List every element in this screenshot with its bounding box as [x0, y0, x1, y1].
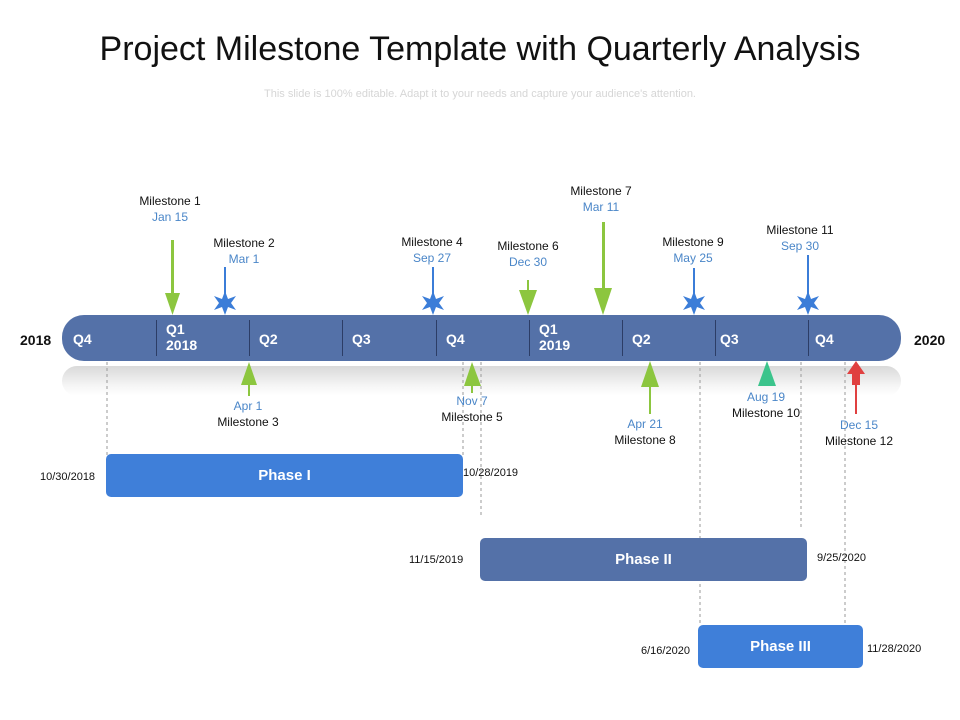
blue-star-icon: [683, 291, 705, 315]
milestone-12-label: Dec 15 Milestone 12: [804, 417, 914, 449]
milestone-name: Milestone 9: [662, 235, 724, 249]
page-subtitle: This slide is 100% editable. Adapt it to…: [264, 88, 696, 100]
segment-label: Q2: [632, 331, 651, 347]
milestone-date: Apr 1: [233, 399, 263, 413]
quarter-divider: [436, 320, 437, 356]
milestone-name: Milestone 8: [614, 433, 676, 447]
green-arrow-down-icon: [165, 240, 180, 315]
segment-label: Q2: [259, 331, 278, 347]
milestone-name: Milestone 6: [497, 239, 559, 253]
milestone-date: Aug 19: [746, 390, 786, 404]
milestone-name: Milestone 1: [139, 194, 201, 208]
phase-1-start-date: 10/30/2018: [40, 471, 96, 483]
quarter-divider: [342, 320, 343, 356]
milestone-date: Dec 15: [839, 418, 879, 432]
red-arrow-up-icon: [847, 361, 865, 414]
phase-3-bar: Phase III: [698, 625, 863, 668]
segment-label: Q4: [73, 331, 92, 347]
milestone-name: Milestone 11: [766, 223, 834, 237]
quarter-divider: [529, 320, 530, 356]
milestone-date: Apr 21: [627, 417, 663, 431]
phase-2-bar: Phase II: [480, 538, 807, 581]
milestone-date: Nov 7: [456, 394, 488, 408]
green-arrow-down-icon: [519, 280, 537, 315]
quarter-divider: [156, 320, 157, 356]
milestone-name: Milestone 7: [570, 184, 632, 198]
milestone-11-label: Milestone 11 Sep 30: [745, 222, 855, 254]
milestone-date: Dec 30: [508, 255, 548, 269]
milestone-date: Sep 30: [780, 239, 820, 253]
blue-star-icon: [214, 291, 236, 315]
milestone-date: Mar 1: [228, 252, 260, 266]
milestone-date: May 25: [673, 251, 713, 265]
milestone-name: Milestone 5: [441, 410, 503, 424]
milestone-name: Milestone 4: [401, 235, 463, 249]
segment-label: Q1 2019: [539, 321, 571, 353]
milestone-9-label: Milestone 9 May 25: [638, 234, 748, 266]
segment-label: Q4: [446, 331, 465, 347]
start-year: 2018: [20, 332, 52, 348]
phase-3-end-date: 11/28/2020: [867, 643, 922, 655]
milestone-7-label: Milestone 7 Mar 11: [546, 183, 656, 215]
phase-2-end-date: 9/25/2020: [817, 552, 866, 564]
green-arrow-down-icon: [594, 222, 612, 315]
milestone-2-label: Milestone 2 Mar 1: [189, 235, 299, 267]
milestone-8-label: Apr 21 Milestone 8: [590, 416, 700, 448]
segment-label: Q4: [815, 331, 834, 347]
green-arrow-up-icon: [641, 361, 659, 414]
milestone-name: Milestone 3: [217, 415, 279, 429]
phase-3-start-date: 6/16/2020: [641, 645, 690, 657]
blue-star-icon: [422, 291, 444, 315]
phase-1-bar: Phase I: [106, 454, 463, 497]
milestone-name: Milestone 10: [731, 406, 801, 420]
milestone-10-label: Aug 19 Milestone 10: [711, 389, 821, 421]
quarter-divider: [622, 320, 623, 356]
page-title: Project Milestone Template with Quarterl…: [99, 30, 861, 68]
end-year: 2020: [914, 332, 946, 348]
segment-label: Q3: [720, 331, 739, 347]
milestone-date: Mar 11: [582, 200, 620, 214]
green-arrow-up-icon: [464, 362, 481, 393]
milestone-5-label: Nov 7 Milestone 5: [417, 393, 527, 425]
milestone-4-label: Milestone 4 Sep 27: [377, 234, 487, 266]
phase-2-start-date: 11/15/2019: [409, 554, 464, 566]
milestone-1-label: Milestone 1 Jan 15: [115, 193, 225, 225]
milestone-date: Sep 27: [412, 251, 452, 265]
quarter-divider: [715, 320, 716, 356]
quarter-divider: [808, 320, 809, 356]
milestone-name: Milestone 2: [213, 236, 275, 250]
quarter-divider: [249, 320, 250, 356]
milestone-date: Jan 15: [151, 210, 189, 224]
milestone-3-label: Apr 1 Milestone 3: [193, 398, 303, 430]
blue-star-icon: [797, 291, 819, 315]
timeline-bar: [62, 315, 901, 361]
segment-label: Q3: [352, 331, 371, 347]
teal-arrow-up-icon: [758, 361, 776, 386]
phase-1-end-date: 10/28/2019: [463, 467, 519, 479]
green-arrow-up-icon: [241, 362, 257, 396]
milestone-name: Milestone 12: [824, 434, 894, 448]
milestone-6-label: Milestone 6 Dec 30: [473, 238, 583, 270]
segment-label: Q1 2018: [166, 321, 198, 353]
